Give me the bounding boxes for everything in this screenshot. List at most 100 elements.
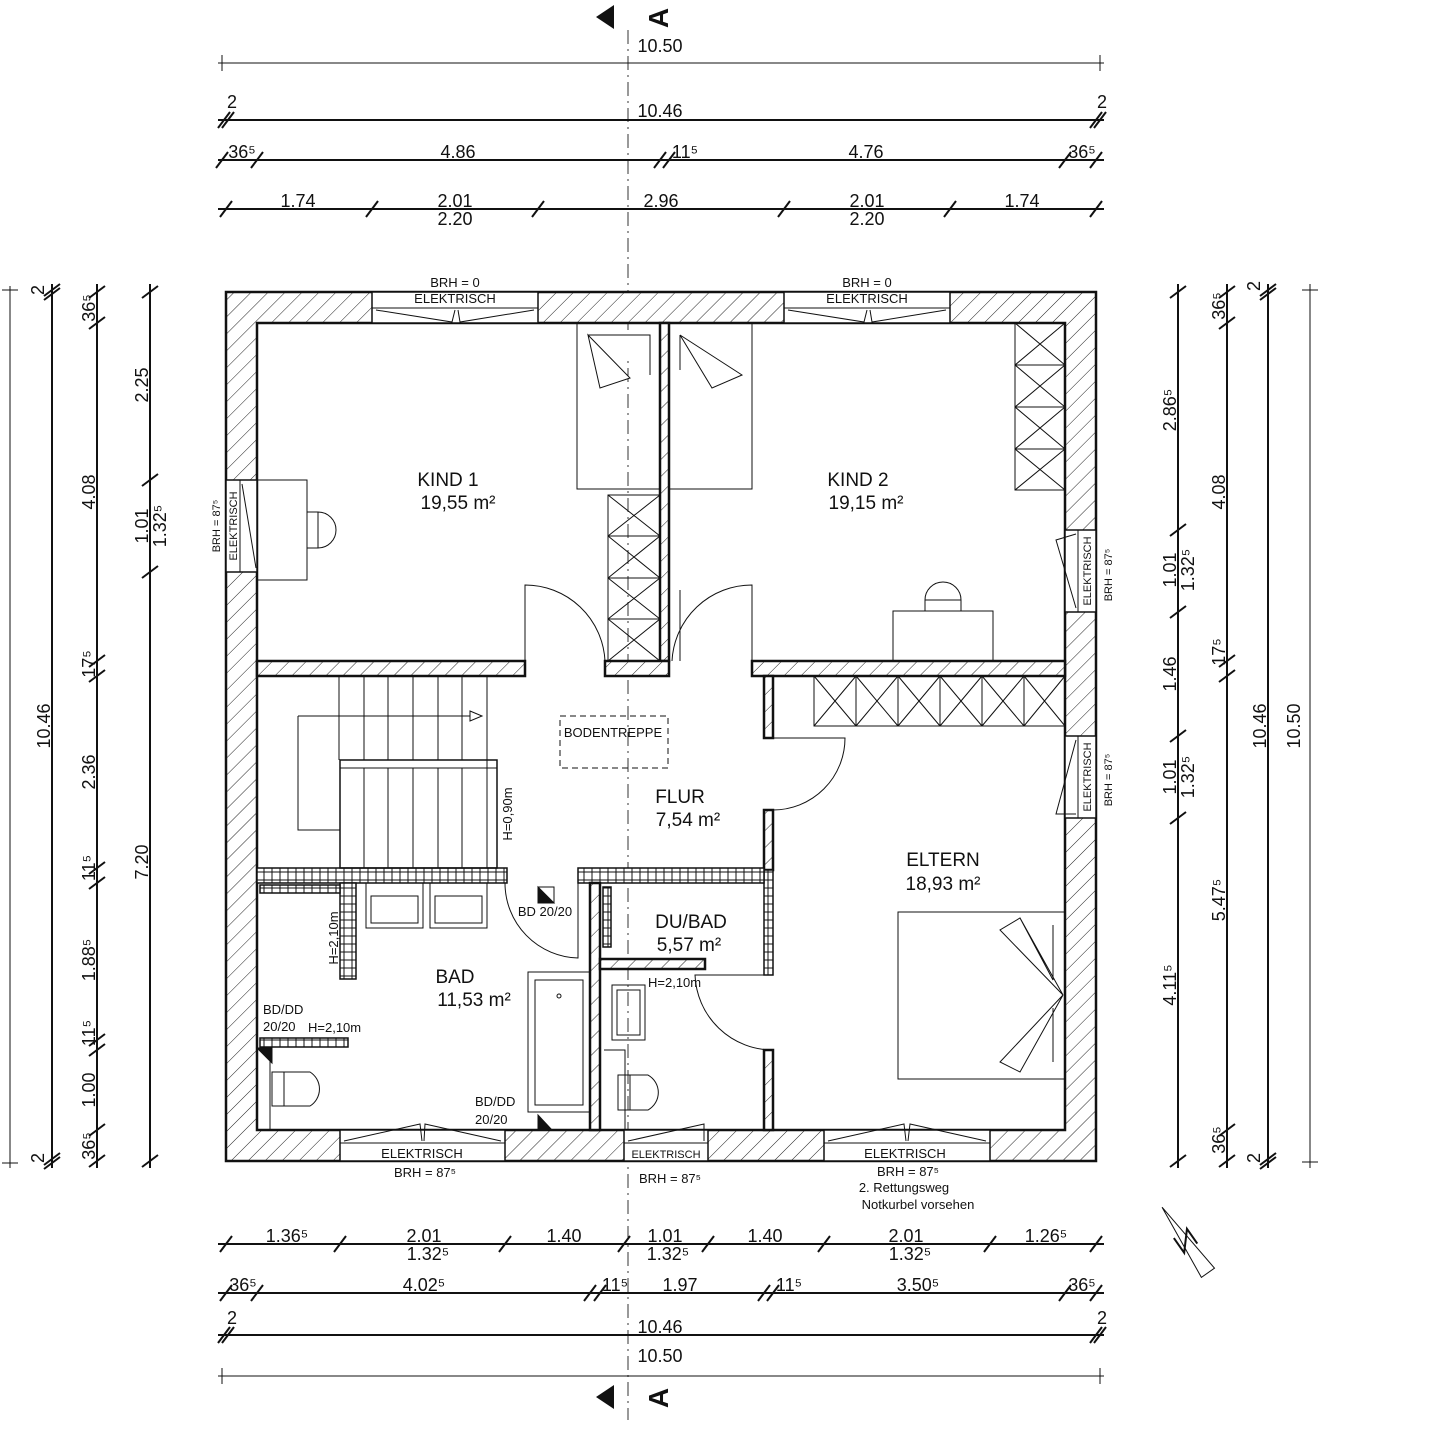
bed-eltern [897, 911, 1066, 1080]
dim-left-total: 10.46 [34, 703, 54, 748]
room-flur: FLUR 7,54 m² [655, 787, 720, 831]
dim-right-opening: 1.32⁵ [1178, 756, 1198, 799]
dim-right-total: 10.46 [1250, 703, 1270, 748]
dim-top-end-right: 2 [1097, 92, 1107, 112]
bathtub [527, 971, 591, 1113]
bad-bddd-label-2: BD/DD [475, 1094, 515, 1109]
toilet-du [604, 1049, 659, 1130]
window-type: ELEKTRISCH [414, 291, 496, 306]
dim-bottom-opening: 1.32⁵ [647, 1244, 690, 1264]
room-area: 11,53 m² [437, 990, 511, 1011]
window-type: ELEKTRISCH [631, 1149, 700, 1161]
dim-right-end: 2 [1244, 1153, 1264, 1163]
room-area: 7,54 m² [656, 810, 720, 831]
dim-top-wall: 36⁵ [1068, 142, 1095, 162]
door-bad [504, 882, 579, 959]
room-area: 5,57 m² [657, 935, 721, 956]
dim-right-wall: 5.47⁵ [1209, 879, 1229, 922]
door-eltern [772, 737, 846, 811]
dim-left-wall: 36⁵ [79, 294, 99, 321]
dim-bottom-opening: 1.26⁵ [1025, 1226, 1068, 1246]
window-type: ELEKTRISCH [228, 491, 240, 560]
room-du-bad: DU/BAD 5,57 m² [655, 912, 727, 956]
dim-top-opening: 2.20 [437, 209, 472, 229]
attic-ladder [559, 715, 669, 769]
dim-right-wall: 36⁵ [1209, 292, 1229, 319]
dim-left-opening: 1.01 [132, 508, 152, 543]
window-type: ELEKTRISCH [1082, 742, 1094, 811]
bad-bddd-label: BD/DD [263, 1002, 303, 1017]
dim-left-opening: 1.32⁵ [150, 505, 170, 548]
dim-left-end: 2 [28, 285, 48, 295]
window-bottom-bad: ELEKTRISCH BRH = 87⁵ [339, 1123, 506, 1180]
window-top-right: BRH = 0 ELEKTRISCH [783, 275, 951, 324]
dim-top-opening: 2.96 [643, 191, 678, 211]
window-top-left: BRH = 0 ELEKTRISCH [371, 275, 539, 324]
room-name: KIND 1 [417, 470, 478, 491]
dim-bottom-opening: 1.32⁵ [407, 1244, 450, 1264]
attic-ladder-label: BODENTREPPE [564, 725, 663, 740]
doors [504, 584, 846, 1051]
dim-right-wall: 36⁵ [1209, 1126, 1229, 1153]
bed-kind1 [576, 322, 661, 490]
room-name: ELTERN [906, 850, 980, 871]
furniture-kind2 [668, 322, 1066, 662]
notkurbel-note: Notkurbel vorsehen [862, 1197, 975, 1212]
bed-kind2 [668, 322, 753, 490]
dim-bottom-wall: 36⁵ [229, 1275, 256, 1295]
dim-right-wall: 17⁵ [1209, 638, 1229, 665]
window-brh: BRH = 87⁵ [639, 1171, 701, 1186]
section-label-bottom: A [643, 1388, 674, 1408]
dim-bottom-opening: 1.32⁵ [889, 1244, 932, 1264]
window-brh: BRH = 87⁵ [1103, 549, 1115, 602]
dim-bottom-wall: 1.97 [662, 1275, 697, 1295]
shower-tray [611, 984, 646, 1041]
dim-bottom-opening: 1.40 [747, 1226, 782, 1246]
dim-left-wall: 4.08 [79, 474, 99, 509]
dim-left-wall: 2.36 [79, 754, 99, 789]
room-bad: BAD 11,53 m² [435, 967, 510, 1011]
window-type: ELEKTRISCH [864, 1146, 946, 1161]
dim-top-end-left: 2 [227, 92, 237, 112]
dim-bottom-overall: 10.50 [637, 1346, 682, 1366]
dim-top-inner-total: 10.46 [637, 101, 682, 121]
room-name: KIND 2 [827, 470, 888, 491]
room-area: 18,93 m² [906, 874, 981, 895]
window-type: ELEKTRISCH [381, 1146, 463, 1161]
bad-bddd-size: 20/20 [263, 1019, 296, 1034]
dim-right-opening: 1.46 [1160, 656, 1180, 691]
dim-right-opening: 4.11⁵ [1160, 964, 1180, 1005]
room-name: FLUR [655, 787, 705, 808]
toilet-bad [271, 1071, 320, 1107]
dim-top-opening: 2.01 [437, 191, 472, 211]
window-left: ELEKTRISCH BRH = 87⁵ [211, 479, 258, 573]
room-kind2: KIND 2 19,15 m² [827, 470, 903, 514]
dim-top-opening: 2.01 [849, 191, 884, 211]
dim-top-wall: 11⁵ [672, 142, 698, 162]
dim-left-wall: 1.88⁵ [79, 939, 99, 982]
du-wall-height: H=2,10m [648, 975, 701, 990]
dim-bottom-opening: 1.36⁵ [266, 1226, 309, 1246]
dim-bottom-inner-total: 10.46 [637, 1317, 682, 1337]
dim-bottom-opening: 2.01 [406, 1226, 441, 1246]
dim-left-wall: 36⁵ [79, 1132, 99, 1159]
dim-bottom-end-right: 2 [1097, 1308, 1107, 1328]
north-arrow-icon [1161, 1206, 1216, 1279]
dim-bottom-opening: 1.40 [546, 1226, 581, 1246]
dim-top-opening: 1.74 [280, 191, 315, 211]
dim-left-end: 2 [28, 1153, 48, 1163]
door-kind1 [524, 584, 606, 662]
dim-top-overall: 10.50 [637, 36, 682, 56]
dim-right-opening: 1.01 [1160, 759, 1180, 794]
washbasin [429, 882, 488, 929]
dimension-left: 2 10.46 2 36⁵ 4.08 17⁵ 2.36 11⁵ 1.88⁵ 11… [2, 283, 170, 1170]
desk-kind1 [256, 479, 308, 581]
room-eltern: ELTERN 18,93 m² [906, 850, 981, 895]
window-right-upper: ELEKTRISCH BRH = 87⁵ [1055, 529, 1115, 613]
window-brh: BRH = 87⁵ [211, 500, 223, 553]
bad-wall-height: H=2,10m [326, 911, 341, 964]
staircase [256, 675, 498, 869]
window-brh: BRH = 87⁵ [877, 1164, 939, 1179]
dim-right-overall: 10.50 [1284, 703, 1304, 748]
